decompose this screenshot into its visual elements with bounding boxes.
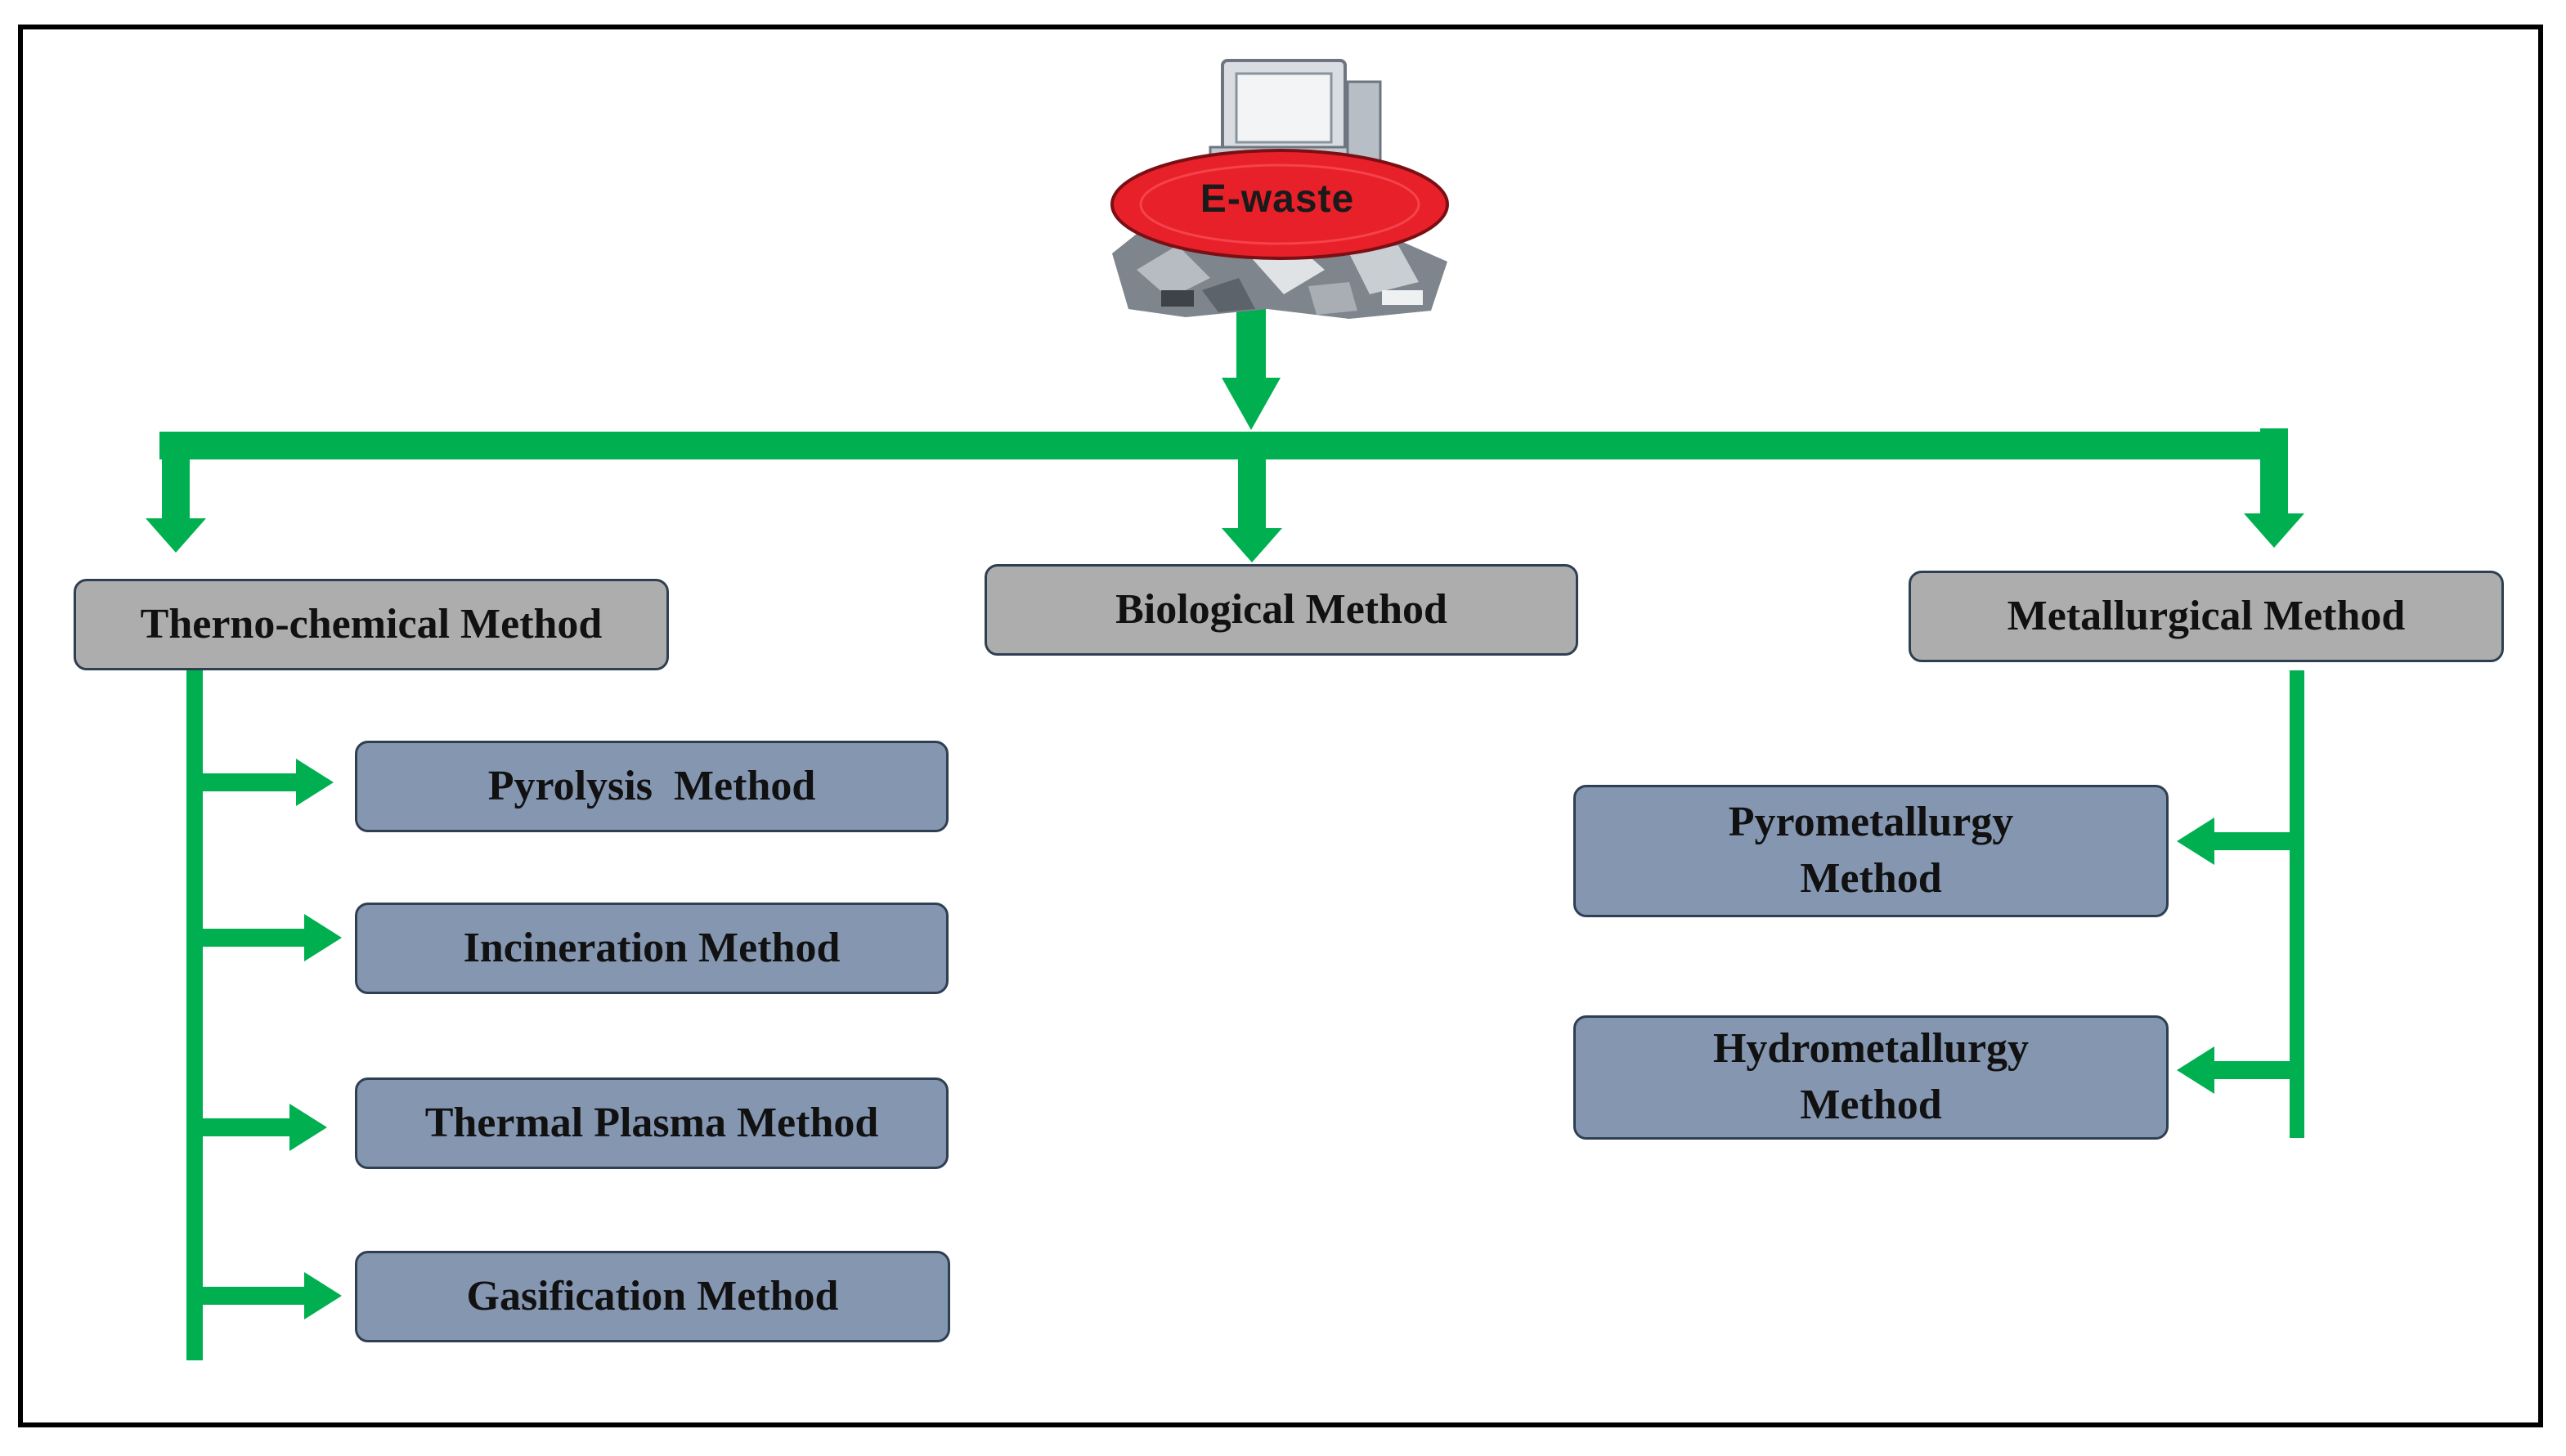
ewaste-ellipse (1110, 149, 1449, 260)
hydrometallurgy-text: Hydrometallurgy Method (1713, 1021, 2029, 1133)
branch-pyrometallurgy-head (2177, 818, 2214, 865)
hydrometallurgy-line1: Hydrometallurgy (1712, 1025, 2030, 1073)
metallurgical-drop-head (2244, 513, 2304, 548)
biological-box: Biological Method (985, 564, 1578, 656)
thermochemical-label: Therno-chemical Method (140, 600, 603, 647)
branch-pyrolysis-shaft (201, 773, 299, 791)
ewaste-illustration (1110, 59, 1449, 319)
pyrometallurgy-line2: Method (1800, 855, 1942, 902)
root-arrow-head (1222, 378, 1281, 430)
hydrometallurgy-box: Hydrometallurgy Method (1573, 1015, 2169, 1140)
thermal-plasma-box: Thermal Plasma Method (355, 1077, 949, 1169)
biological-drop-head (1222, 528, 1282, 562)
branch-pyrolysis-head (296, 759, 334, 806)
branch-hydrometallurgy-shaft (2211, 1061, 2293, 1079)
metallurgical-label: Metallurgical Method (2007, 592, 2406, 639)
pyrolysis-label: Pyrolysis Method (487, 762, 816, 809)
metallurgical-drop-shaft (2260, 428, 2288, 517)
thermal-plasma-label: Thermal Plasma Method (424, 1099, 879, 1146)
incineration-label: Incineration Method (463, 924, 841, 971)
branch-gasification-shaft (201, 1287, 307, 1305)
thermochemical-box: Therno-chemical Method (74, 579, 669, 670)
horizontal-bus (159, 432, 2286, 459)
gasification-box: Gasification Method (355, 1251, 950, 1342)
biological-drop-shaft (1238, 458, 1266, 531)
gasification-label: Gasification Method (466, 1272, 839, 1319)
root-arrow-shaft (1236, 309, 1266, 381)
thermochemical-drop-head (146, 518, 206, 553)
branch-incineration-shaft (201, 929, 307, 947)
thermochemical-drop-shaft (162, 432, 190, 522)
branch-plasma-head (289, 1104, 327, 1151)
metallurgical-spine (2290, 670, 2304, 1138)
thermochemical-spine (186, 670, 203, 1360)
branch-hydrometallurgy-head (2177, 1046, 2214, 1094)
pyrometallurgy-line1: Pyrometallurgy (1728, 799, 2014, 846)
branch-pyrometallurgy-shaft (2211, 832, 2293, 850)
incineration-box: Incineration Method (355, 903, 949, 994)
metallurgical-box: Metallurgical Method (1909, 571, 2504, 662)
pyrolysis-box: Pyrolysis Method (355, 741, 949, 832)
branch-gasification-head (304, 1272, 342, 1319)
ewaste-label: E-waste (1200, 177, 1355, 221)
pyrometallurgy-box: Pyrometallurgy Method (1573, 785, 2169, 917)
biological-label: Biological Method (1115, 585, 1447, 633)
branch-plasma-shaft (201, 1118, 293, 1136)
pyrometallurgy-text: Pyrometallurgy Method (1729, 795, 2014, 907)
hydrometallurgy-line2: Method (1800, 1082, 1942, 1128)
branch-incineration-head (304, 914, 342, 961)
